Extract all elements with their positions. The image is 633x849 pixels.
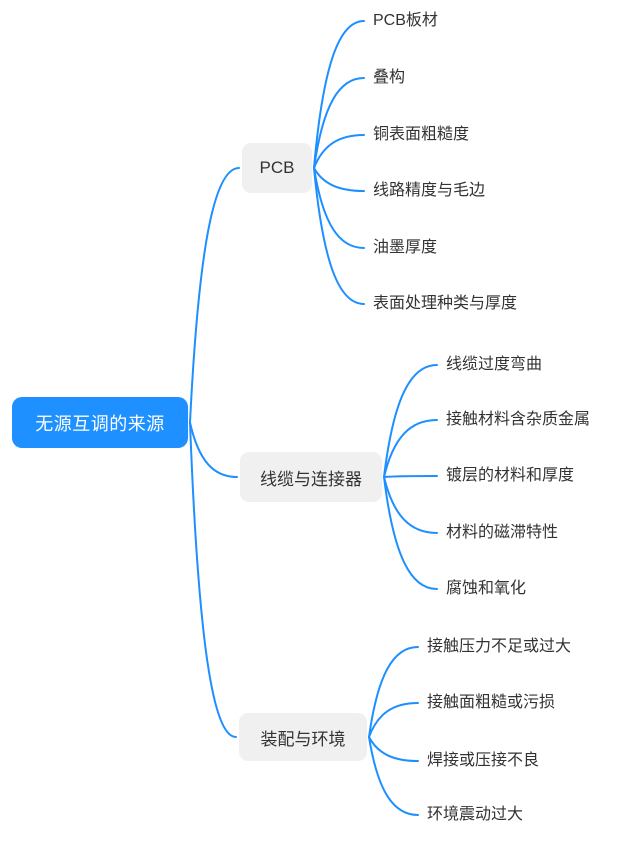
edge-line [313,77,365,169]
edge-line [383,419,438,478]
leaf-node[interactable]: 材料的磁滞特性 [446,524,559,541]
leaf-node[interactable]: PCB板材 [373,12,438,29]
edge-line [313,20,365,169]
leaf-node[interactable]: 腐蚀和氧化 [446,580,527,597]
branch-node-2[interactable]: 线缆与连接器 [240,452,382,502]
edge-line [368,646,419,738]
edge-line [313,167,365,249]
edge-line [189,167,240,424]
edge-line [313,134,365,169]
root-node[interactable]: 无源互调的来源 [12,397,188,448]
leaf-node[interactable]: 油墨厚度 [373,239,438,256]
edge-line [189,421,237,738]
leaf-node[interactable]: 接触压力不足或过大 [427,638,572,655]
leaf-node[interactable]: 接触面粗糙或污损 [427,694,556,711]
leaf-node[interactable]: 铜表面粗糙度 [373,126,470,143]
leaf-node[interactable]: 线缆过度弯曲 [446,356,543,373]
edge-line [368,736,419,816]
branch-node-1[interactable]: PCB [242,143,312,193]
edge-line [368,736,419,762]
leaf-node[interactable]: 镀层的材料和厚度 [446,467,575,484]
edge-line [383,364,438,478]
edge-line [383,476,438,534]
edge-line [189,421,238,478]
edge-line [313,167,365,192]
leaf-node[interactable]: 焊接或压接不良 [427,752,540,769]
edge-line [368,702,419,738]
edge-line [383,476,438,590]
branch-node-3[interactable]: 装配与环境 [239,713,367,761]
leaf-node[interactable]: 叠构 [373,69,406,86]
leaf-node[interactable]: 环境震动过大 [427,806,524,823]
edge-line [383,475,438,478]
leaf-node[interactable]: 线路精度与毛边 [373,182,486,199]
edge-line [313,167,365,305]
leaf-node[interactable]: 接触材料含杂质金属 [446,411,591,428]
leaf-node[interactable]: 表面处理种类与厚度 [373,295,518,312]
